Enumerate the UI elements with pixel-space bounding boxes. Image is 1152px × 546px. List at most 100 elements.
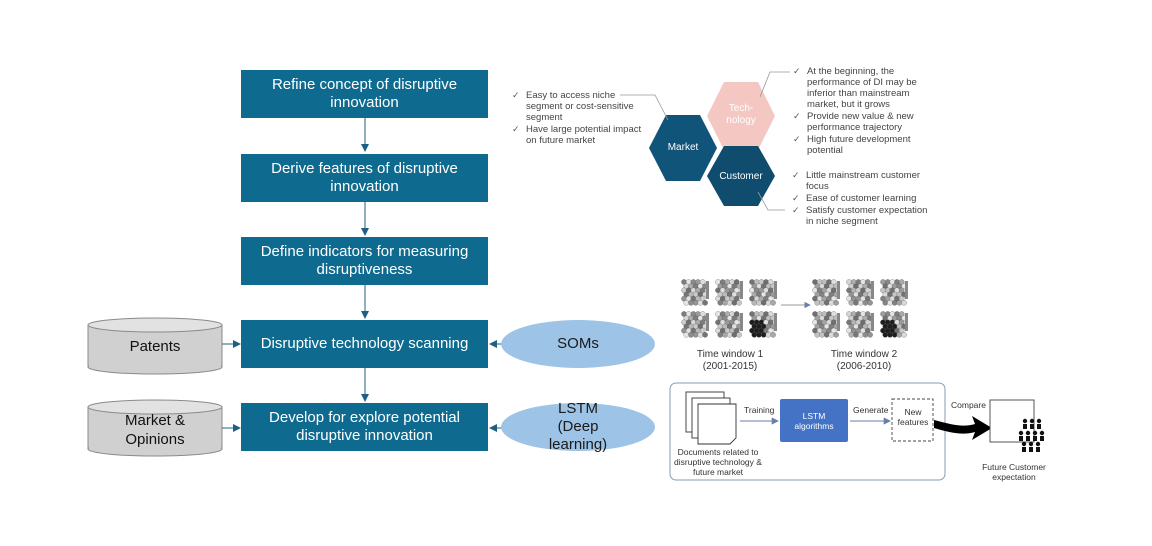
lstm-ellipse: LSTM (Deep learning) <box>501 400 655 453</box>
som-cell <box>862 332 869 338</box>
som-cell <box>857 332 864 338</box>
som-cell <box>760 300 767 306</box>
soms-label: SOMs <box>557 335 599 352</box>
som-cell <box>756 300 762 306</box>
step-derive-features: Derive features of disruptive innovation <box>241 154 488 202</box>
som-cell <box>736 300 742 306</box>
som-cell <box>882 300 889 306</box>
som-cell <box>819 300 825 306</box>
customer-feature: Ease of customer learning <box>792 193 932 204</box>
step-label: Disruptive technology scanning <box>260 335 469 352</box>
som-cell <box>733 295 740 302</box>
som-legend-bar <box>740 281 743 299</box>
step-label: Develop for explore potential disruptive… <box>269 409 460 444</box>
som-cell <box>767 287 774 294</box>
som-cell <box>864 327 871 334</box>
documents-label: Documents related to disruptive technolo… <box>674 447 762 477</box>
compare-label: Compare <box>951 400 986 410</box>
generate-label: Generate <box>853 405 889 415</box>
patents-label: Patents <box>129 338 181 355</box>
som-cell <box>726 300 733 306</box>
hex-technology <box>707 82 775 150</box>
som-cell <box>823 300 830 306</box>
som-cell <box>898 295 905 302</box>
hex-customer-label: Customer <box>719 171 763 182</box>
som-legend-bar <box>905 281 908 299</box>
step-develop-explore: Develop for explore potential disruptive… <box>241 403 488 451</box>
technology-feature: High future development potential <box>793 134 928 156</box>
som-cell <box>828 300 835 306</box>
som-cell <box>717 332 724 338</box>
customer-feature: Satisfy customer expectation in niche se… <box>792 205 932 227</box>
som-cell <box>736 332 742 338</box>
som-cell <box>867 300 873 306</box>
people-icon <box>1018 418 1045 452</box>
som-cell <box>767 319 774 326</box>
som-cell <box>896 300 903 306</box>
som-cell <box>733 319 740 326</box>
som-cell <box>901 332 907 338</box>
technology-feature: At the beginning, the performance of DI … <box>793 66 928 110</box>
time-window-1: Time window 1 (2001-2015) <box>680 349 780 373</box>
som-cell <box>891 300 898 306</box>
patents-cylinder <box>87 317 223 375</box>
som-cell <box>751 300 758 306</box>
som-cell <box>683 300 690 306</box>
time-window-2-range: (2006-2010) <box>836 361 892 372</box>
som-cell <box>864 319 871 326</box>
training-label: Training <box>744 405 775 415</box>
som-cell <box>853 332 859 338</box>
som-cell <box>688 332 694 338</box>
som-cell <box>756 332 762 338</box>
step-label: Define indicators for measuring disrupti… <box>260 243 469 278</box>
lstm-algorithms-box: LSTM algorithms <box>780 399 848 442</box>
som-legend-bar <box>706 313 709 331</box>
market-features-list: Easy to access niche segment or cost-sen… <box>512 90 647 147</box>
som-legend-bar <box>774 313 777 331</box>
som-cell <box>862 300 869 306</box>
documents-icon <box>685 391 737 445</box>
step-label: Derive features of disruptive innovation <box>271 160 458 195</box>
som-cell <box>770 300 776 306</box>
hex-technology-label: Tech-nology <box>726 103 756 126</box>
som-cell <box>733 287 740 294</box>
time-window-2: Time window 2 (2006-2010) <box>814 349 914 373</box>
som-cell <box>699 279 706 285</box>
technology-feature: Provide new value & new performance traj… <box>793 111 928 133</box>
som-cell <box>731 300 738 306</box>
som-maps-window-1 <box>681 279 777 338</box>
som-cell <box>699 287 706 294</box>
lstm-algorithms-label: LSTM algorithms <box>794 410 834 431</box>
som-cell <box>819 332 825 338</box>
step-technology-scanning: Disruptive technology scanning <box>241 320 488 368</box>
som-cell <box>814 300 821 306</box>
som-legend-bar <box>905 313 908 331</box>
customer-callout-line <box>757 191 785 211</box>
market-feature: Have large potential impact on future ma… <box>512 124 647 146</box>
som-cell <box>898 319 905 326</box>
som-legend-bar <box>706 281 709 299</box>
som-cell <box>887 332 893 338</box>
som-cell <box>830 311 837 317</box>
som-cell <box>726 332 733 338</box>
customer-features-list: Little mainstream customer focus Ease of… <box>792 170 932 228</box>
som-cell <box>864 311 871 317</box>
som-legend-bar <box>740 313 743 331</box>
som-cell <box>717 300 724 306</box>
som-cell <box>867 332 873 338</box>
som-cell <box>901 300 907 306</box>
som-cell <box>887 300 893 306</box>
som-cell <box>731 332 738 338</box>
som-cell <box>733 279 740 285</box>
som-legend-bar <box>837 281 840 299</box>
som-cell <box>765 300 772 306</box>
compare-arrow <box>934 416 992 440</box>
som-cell <box>864 287 871 294</box>
market-cylinder <box>87 399 223 457</box>
som-cell <box>722 332 728 338</box>
som-cell <box>833 332 839 338</box>
som-cell <box>751 332 758 338</box>
som-cell <box>767 279 774 285</box>
som-legend-bar <box>871 281 874 299</box>
som-cell <box>882 332 889 338</box>
